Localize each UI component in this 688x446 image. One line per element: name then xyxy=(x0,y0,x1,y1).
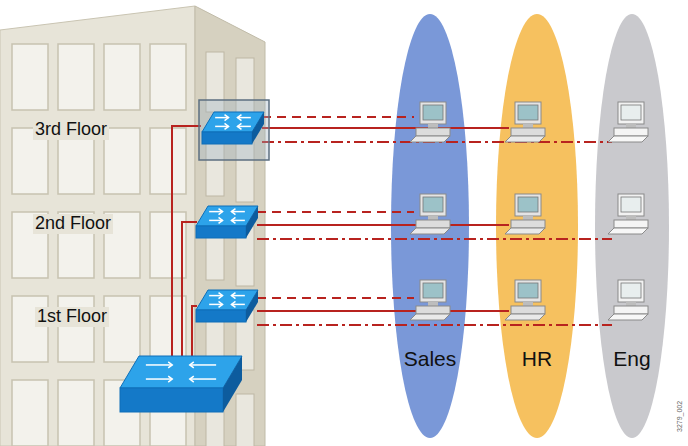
switch-arrow xyxy=(209,304,222,306)
switch-front xyxy=(202,132,252,144)
access-wire xyxy=(257,310,509,312)
switch-arrow xyxy=(237,123,241,129)
switch-arrow xyxy=(237,126,250,128)
switch-top xyxy=(120,356,242,388)
switch-front xyxy=(196,310,246,322)
switch-arrow xyxy=(209,295,222,297)
window xyxy=(58,296,94,362)
computer-icon xyxy=(505,194,545,234)
switch-arrow xyxy=(215,117,228,119)
switch-arrow xyxy=(231,304,244,306)
figure-id: 3279_002 xyxy=(676,401,684,432)
window xyxy=(236,394,254,446)
window xyxy=(150,128,186,194)
core-switch xyxy=(120,356,242,412)
switch-arrow xyxy=(231,217,235,223)
switch-arrow xyxy=(215,126,228,128)
window xyxy=(150,296,186,362)
selection-box xyxy=(199,100,269,160)
switch-front xyxy=(196,226,246,238)
switch-side xyxy=(223,356,242,412)
window xyxy=(104,296,140,362)
floor-label: 2nd Floor xyxy=(33,214,113,234)
access-wire xyxy=(257,211,414,213)
uplink-wire xyxy=(182,222,197,372)
switch-side xyxy=(246,206,258,238)
switch-arrow xyxy=(225,123,229,129)
switch-arrow xyxy=(190,376,194,382)
switch-side xyxy=(246,290,258,322)
switch-arrow xyxy=(190,364,216,366)
computer-icon xyxy=(608,194,648,234)
computer-icon xyxy=(410,194,450,234)
window xyxy=(12,296,48,362)
switch-arrow xyxy=(219,217,223,223)
switch-arrow xyxy=(209,220,222,222)
computer-icon xyxy=(505,280,545,320)
computer-icon xyxy=(505,102,545,142)
floor-switch xyxy=(196,206,258,238)
switch-arrow xyxy=(231,293,235,299)
switch-arrow xyxy=(146,378,172,380)
switch-arrow xyxy=(231,295,244,297)
switch-arrow xyxy=(168,362,172,368)
switch-arrow xyxy=(225,115,229,121)
switch-arrow xyxy=(231,209,235,215)
window xyxy=(12,44,48,110)
access-wire xyxy=(257,224,509,226)
window xyxy=(104,128,140,194)
computer-icon xyxy=(410,280,450,320)
switch-arrow xyxy=(219,293,223,299)
switch-arrow xyxy=(168,376,172,382)
window xyxy=(58,44,94,110)
floor-switch xyxy=(202,112,264,144)
computer-icon xyxy=(608,102,648,142)
window xyxy=(150,44,186,110)
window xyxy=(58,380,94,446)
group-name: HR xyxy=(522,347,552,370)
switch-arrow xyxy=(190,362,194,368)
switch-arrow xyxy=(209,211,222,213)
group-name: Eng xyxy=(613,347,650,370)
access-wire xyxy=(257,297,414,299)
window xyxy=(12,380,48,446)
switch-side xyxy=(252,112,264,144)
access-wire xyxy=(262,127,509,129)
window xyxy=(104,44,140,110)
switch-arrow xyxy=(231,220,244,222)
switch-arrow xyxy=(219,209,223,215)
switch-arrow xyxy=(231,301,235,307)
switch-arrow xyxy=(237,115,241,121)
access-wire xyxy=(262,116,414,118)
switch-arrow xyxy=(190,378,216,380)
computer-icon xyxy=(410,102,450,142)
access-wire xyxy=(257,324,612,326)
group-name: Sales xyxy=(404,347,457,370)
switch-arrow xyxy=(219,301,223,307)
uplink-wire xyxy=(172,126,201,372)
switch-arrow xyxy=(231,211,244,213)
access-wire xyxy=(257,238,612,240)
floor-switch xyxy=(196,290,258,322)
floor-label: 3rd Floor xyxy=(33,120,109,140)
window xyxy=(150,212,186,278)
floor-label: 1st Floor xyxy=(35,307,109,327)
switch-front xyxy=(120,388,223,412)
ellipse-shape xyxy=(595,14,669,438)
switch-arrow xyxy=(237,117,250,119)
computer-icon xyxy=(608,280,648,320)
switch-arrow xyxy=(146,364,172,366)
